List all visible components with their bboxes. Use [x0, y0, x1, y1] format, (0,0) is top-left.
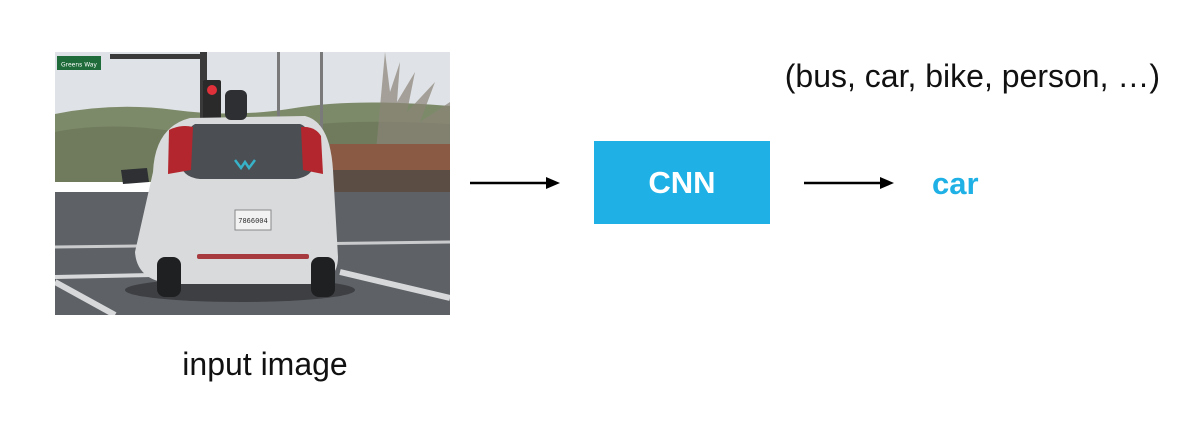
input-image-caption: input image: [182, 346, 348, 382]
arrow-to-output: [804, 177, 894, 189]
class-list-label: (bus, car, bike, person, …): [784, 58, 1160, 94]
license-plate-text: 7866004: [238, 217, 268, 225]
predicted-class-label: car: [932, 166, 979, 201]
cnn-label: CNN: [648, 164, 716, 200]
arrow-to-cnn: [470, 177, 560, 189]
input-image: Greens Way 7866004: [55, 52, 450, 315]
car-photo: Greens Way 7866004: [55, 52, 450, 315]
street-sign-text: Greens Way: [61, 62, 97, 69]
cnn-block: CNN: [594, 141, 770, 224]
